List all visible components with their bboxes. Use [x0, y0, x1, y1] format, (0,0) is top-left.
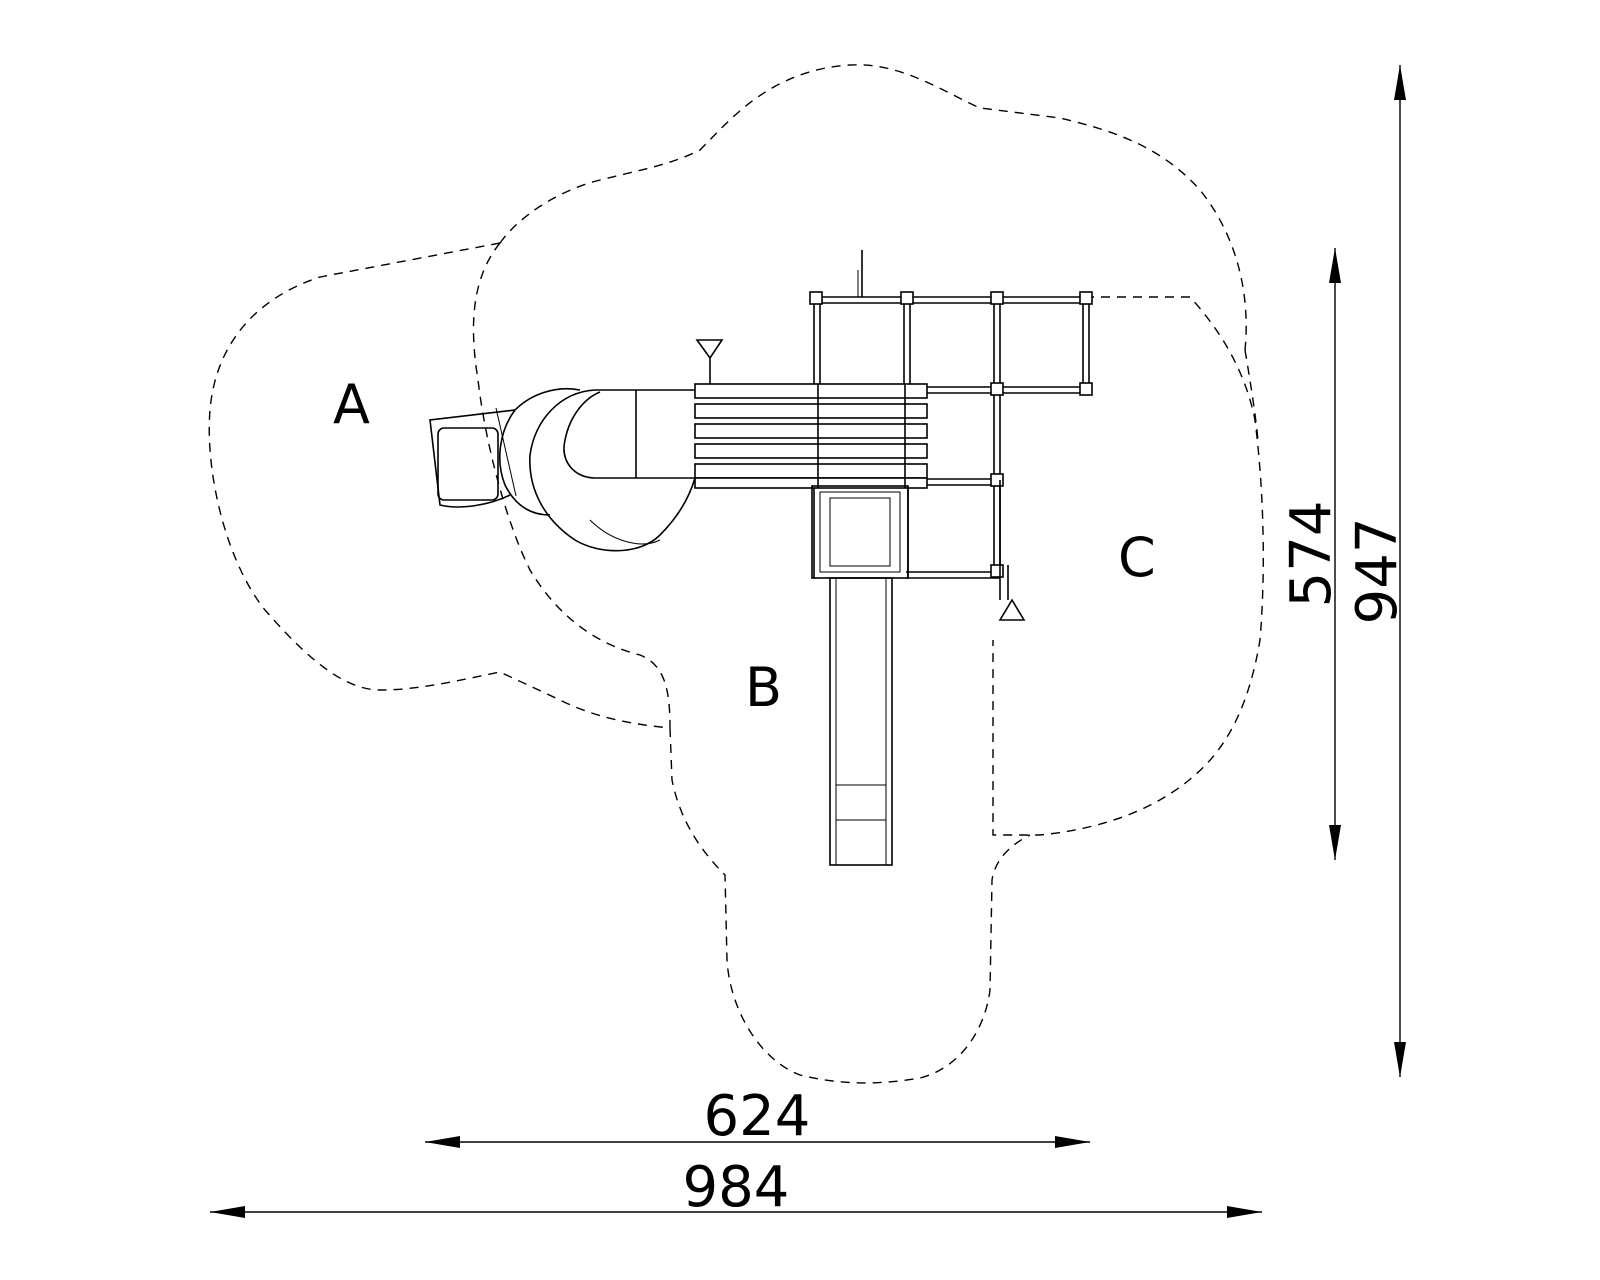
side-post	[998, 480, 1026, 621]
zone-b-outline	[669, 727, 1031, 1084]
zone-top-outline	[499, 64, 1247, 351]
zone-c-outline	[992, 296, 1264, 836]
left-cone	[695, 339, 724, 384]
height-outer-label: 947	[1345, 518, 1410, 625]
zone-ab-outline	[472, 242, 671, 729]
platform-planks	[694, 383, 928, 489]
safety-zone-outlines	[208, 64, 1264, 1084]
play-equipment	[429, 250, 1093, 866]
dimension-height-inner: 574	[1279, 248, 1344, 860]
straight-slide	[829, 577, 893, 866]
tower-frame	[809, 250, 1093, 579]
zone-label-b: B	[745, 656, 782, 719]
height-inner-label: 574	[1279, 501, 1344, 608]
zone-a-outline	[208, 242, 671, 729]
dimension-width-inner: 624	[425, 1084, 1090, 1149]
dimension-width-outer: 984	[210, 1155, 1262, 1220]
dimension-height-outer: 947	[1345, 65, 1410, 1077]
tube-slide	[429, 387, 696, 552]
width-inner-label: 624	[704, 1084, 811, 1149]
zone-label-a: A	[333, 373, 370, 436]
zone-label-c: C	[1118, 526, 1156, 589]
width-outer-label: 984	[683, 1155, 790, 1220]
ladder-box	[811, 485, 909, 579]
zone-c-right-outline	[1244, 349, 1259, 441]
